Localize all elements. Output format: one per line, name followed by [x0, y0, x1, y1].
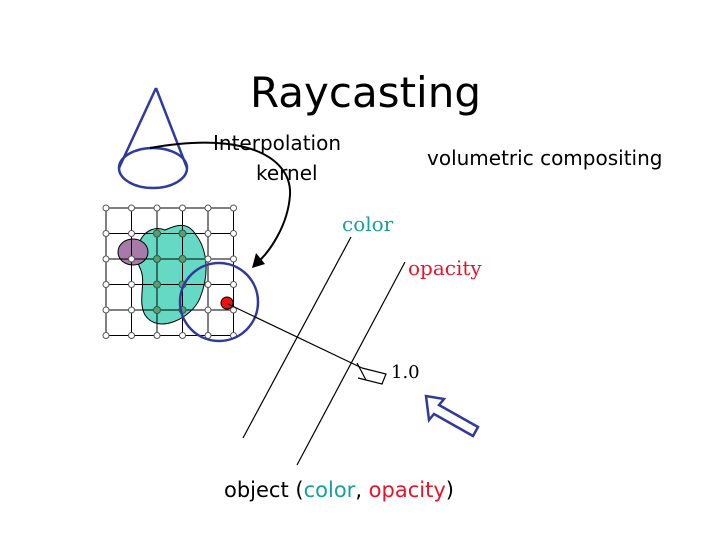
grid-node [230, 281, 237, 288]
grid-node [179, 332, 186, 339]
grid-node [178, 255, 187, 263]
caption-opacity-word: opacity [368, 478, 446, 502]
grid-node [128, 281, 135, 288]
grid-node [102, 204, 110, 212]
grid-node [204, 255, 212, 263]
interpolation-label-line1: Interpolation [213, 131, 341, 155]
ray-line [227, 303, 363, 369]
slide-title: Raycasting [250, 68, 481, 117]
grid-node [179, 204, 186, 212]
grid-node [102, 255, 110, 263]
grid-node [230, 255, 237, 263]
compositing-label: volumetric compositing [427, 146, 663, 170]
grid-node [128, 255, 135, 263]
ray-end-marker [357, 367, 387, 385]
voxel-grid [102, 204, 237, 339]
caption-prefix: object ( [224, 478, 304, 502]
grid-node [153, 204, 161, 212]
grid-node [204, 230, 212, 237]
kernel-circle-icon [178, 261, 260, 343]
grid-node [204, 204, 212, 212]
hollow-arrow-icon [424, 394, 480, 438]
grid-node [153, 306, 161, 314]
grid-node [230, 204, 237, 212]
caption-separator: , [355, 478, 369, 502]
grid-node [102, 332, 110, 339]
opacity-plane-line [296, 261, 406, 466]
caption-color-word: color [303, 478, 356, 502]
grid-node [102, 230, 110, 237]
grid-node [128, 332, 135, 339]
grid-node [128, 204, 135, 212]
grid-node [128, 230, 135, 237]
camera-cone-icon [117, 87, 189, 190]
grid-node [204, 306, 212, 314]
color-label: color [342, 212, 394, 236]
grid-node [230, 230, 237, 237]
object-blob [136, 224, 207, 325]
grid-node [153, 255, 161, 263]
caption-suffix: ) [445, 478, 454, 502]
grid-node [153, 332, 161, 339]
interpolation-label-line2: kernel [256, 161, 318, 185]
grid-node [153, 229, 161, 238]
caption: object (color, opacity) [224, 476, 454, 504]
grid-node [153, 280, 161, 289]
grid-node [178, 229, 187, 238]
sample-point-icon [220, 296, 234, 310]
grid-node [128, 306, 135, 314]
kernel-pointer-arrow [149, 141, 292, 268]
opacity-label: opacity [408, 256, 482, 280]
ray-value-label: 1.0 [391, 362, 420, 383]
grid-node [204, 281, 212, 288]
grid-node [102, 281, 110, 288]
grid-node [102, 306, 110, 314]
ray-tick [356, 362, 367, 381]
